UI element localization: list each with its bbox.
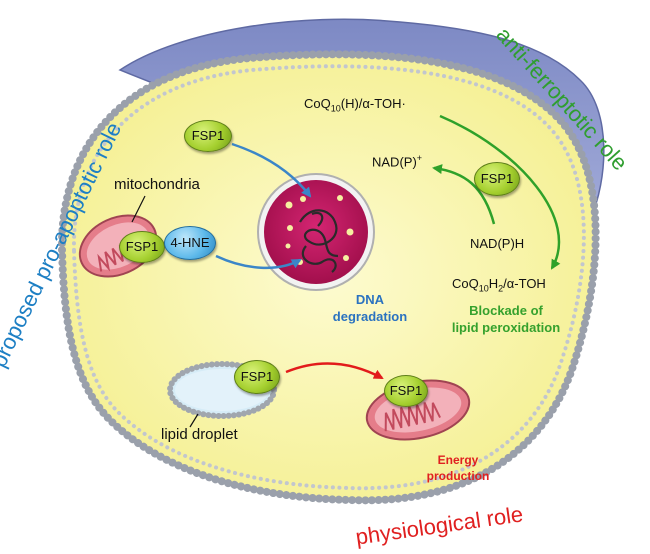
mitochondria-label: mitochondria <box>114 176 200 193</box>
fsp1-badge-top: FSP1 <box>184 120 232 152</box>
nadph-oxidation-arrow <box>432 164 496 225</box>
coq-reduced-post: /α-TOH <box>503 276 546 291</box>
nadp-plus-base: NAD(P) <box>372 154 417 170</box>
nadp-plus-label: NAD(P)+ <box>372 153 422 169</box>
nadph-label: NAD(P)H <box>470 236 525 251</box>
blockade-label: Blockade of lipid peroxidation <box>436 302 576 336</box>
fsp1-to-nucleus-arrow <box>231 142 312 198</box>
dna-degradation-line1: DNA <box>355 292 385 307</box>
chromatin <box>299 209 339 273</box>
fsp1-label: FSP1 <box>191 128 225 143</box>
coq-reduced-pre: CoQ <box>452 276 479 291</box>
blockade-line2: lipid peroxidation <box>451 320 561 335</box>
mitochondria-leader-line <box>131 195 146 223</box>
coq-reduced-label: CoQ10H2/α-TOH <box>452 276 546 294</box>
cell-membrane-inner <box>71 64 586 491</box>
coq-reduced-sub: 10 <box>478 283 489 294</box>
lipid-droplet-label: lipid droplet <box>161 426 238 443</box>
hne-badge: 4-HNE <box>164 226 216 260</box>
fsp1-label: FSP1 <box>480 171 514 186</box>
coq-reduced-mid: H <box>488 276 499 291</box>
hne-to-nucleus-arrow <box>215 254 302 270</box>
coq-oxidized-post: (H)/α-TOH· <box>340 96 406 111</box>
energy-production-label: Energy production <box>408 452 508 484</box>
coq-reduced-sub2: 2 <box>498 283 504 294</box>
fsp1-badge-lipid-droplet: FSP1 <box>234 360 280 394</box>
energy-line1: Energy <box>437 453 479 467</box>
dna-degradation-label: DNA degradation <box>322 291 418 325</box>
dna-degradation-line2: degradation <box>332 309 408 324</box>
fsp1-label: FSP1 <box>125 239 159 254</box>
fsp1-label: FSP1 <box>389 383 423 398</box>
fsp1-badge-mitochondria: FSP1 <box>119 231 165 263</box>
coq-oxidized-pre: CoQ <box>304 96 331 111</box>
fsp1-badge-anti-ferroptotic: FSP1 <box>474 162 520 196</box>
nadp-plus-sup: + <box>416 153 423 163</box>
fsp1-badge-mitochondrion-right: FSP1 <box>384 375 428 407</box>
blockade-line1: Blockade of <box>469 303 543 318</box>
coq-oxidized-label: CoQ10(H)/α-TOH· <box>304 96 406 114</box>
coq-reduction-arrow <box>439 114 561 270</box>
lipid-droplet-leader-line <box>189 413 199 428</box>
nucleus <box>257 173 375 291</box>
energy-line2: production <box>426 469 490 483</box>
hne-label: 4-HNE <box>170 235 210 250</box>
coq-oxidized-sub: 10 <box>330 103 341 114</box>
fsp1-label: FSP1 <box>240 369 274 384</box>
energy-arrow <box>285 362 384 380</box>
